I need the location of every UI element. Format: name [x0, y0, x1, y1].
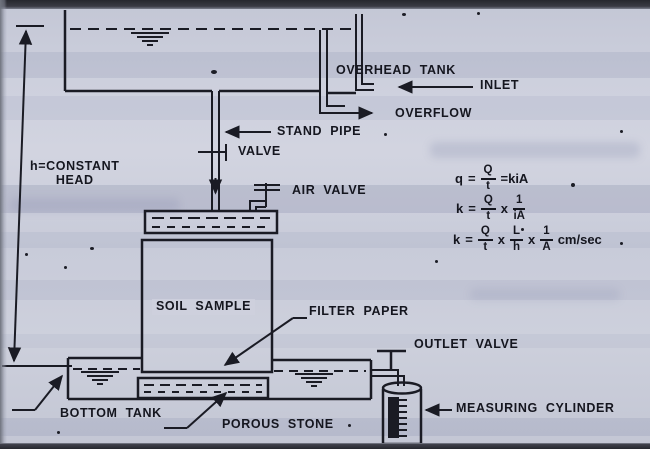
eq2-fraction-1iA: 1 iA — [513, 194, 526, 222]
label-inlet: INLET — [480, 78, 520, 92]
scan-speck — [57, 431, 60, 434]
eq3-fraction-Lh: L h — [510, 225, 524, 253]
measuring-cylinder — [381, 381, 423, 446]
water-surface-symbol — [130, 32, 170, 46]
label-measuring-cylinder: MEASURING CYLINDER — [456, 401, 615, 415]
equation-k2: k = Q t x L h x 1 A cm/sec — [453, 225, 602, 253]
photo-edge-left — [0, 0, 7, 449]
eq1-denominator: t — [486, 179, 490, 192]
eq2-denominator2: iA — [513, 209, 525, 222]
eq3-numerator2: L — [510, 225, 524, 241]
label-porous-stone: POROUS STONE — [222, 417, 334, 431]
label-constant-head-line1: h=CONSTANT — [30, 159, 120, 173]
eq2-lhs: k — [456, 201, 464, 216]
label-filter-paper: FILTER PAPER — [309, 304, 409, 318]
label-constant-head-line2: HEAD — [55, 172, 94, 187]
eq3-fraction-1A: 1 A — [540, 225, 553, 253]
scan-speck — [90, 247, 94, 250]
label-overhead-tank: OVERHEAD TANK — [336, 63, 456, 77]
eq3-numerator1: Q — [477, 225, 493, 241]
eq3-times1: x — [497, 232, 506, 247]
eq1-fraction-Qt: Q t — [480, 164, 496, 192]
scan-speck — [435, 260, 438, 263]
soil-sample-box — [140, 238, 274, 374]
water-surface-symbol — [80, 371, 120, 385]
air-valve-pipe — [249, 200, 266, 211]
overhead-tank-outline — [63, 10, 356, 95]
scan-speck — [384, 133, 387, 136]
scan-speck — [571, 183, 575, 187]
water-surface-symbol — [294, 373, 334, 387]
eq1-rhs: =kiA — [500, 171, 529, 186]
label-constant-head: h=CONSTANT HEAD — [30, 159, 120, 188]
eq2-numerator2: 1 — [513, 194, 526, 210]
inlet-pipe — [355, 14, 374, 91]
eq3-numerator3: 1 — [540, 225, 553, 241]
eq2-times: x — [500, 201, 509, 216]
label-valve: VALVE — [238, 144, 281, 158]
label-soil-sample: SOIL SAMPLE — [152, 299, 256, 315]
label-bottom-tank: BOTTOM TANK — [60, 406, 162, 420]
scan-speck — [402, 13, 406, 16]
bottom-tank-water — [73, 368, 366, 372]
air-valve-symbol — [254, 183, 280, 207]
porous-stone-box — [136, 376, 270, 400]
equation-k1: k = Q t x 1 iA — [456, 194, 526, 222]
eq3-fraction-Qt: Q t — [477, 225, 493, 253]
eq3-times2: x — [528, 232, 536, 247]
top-cap — [143, 209, 279, 235]
eq3-equals: = — [465, 232, 473, 247]
label-stand-pipe: STAND PIPE — [277, 124, 362, 138]
photo-edge-bottom — [0, 443, 650, 449]
scan-speck — [521, 228, 524, 231]
eq3-lhs: k — [453, 232, 461, 247]
photo-edge-top — [0, 0, 650, 9]
outlet-valve-symbol — [377, 349, 406, 370]
overflow-pipe — [319, 30, 345, 114]
eq3-denominator1: t — [483, 240, 488, 253]
label-overflow: OVERFLOW — [395, 106, 473, 120]
filter-paper-pointer — [223, 317, 307, 366]
bottom-tank-pointer — [12, 374, 63, 411]
eq1-lhs: q — [455, 171, 463, 186]
scan-speck — [620, 130, 623, 133]
eq1-equals: = — [467, 171, 476, 186]
equation-q: q = Q t =kiA — [455, 164, 529, 192]
label-outlet-valve: OUTLET VALVE — [414, 337, 519, 351]
scan-speck — [477, 12, 480, 15]
label-air-valve: AIR VALVE — [292, 183, 367, 197]
scan-speck — [620, 242, 623, 245]
constant-head-dimension — [2, 25, 72, 367]
eq3-denominator2: h — [513, 240, 521, 253]
eq2-numerator1: Q — [480, 194, 496, 210]
scan-speck — [348, 424, 351, 427]
eq3-unit: cm/sec — [557, 232, 602, 247]
eq3-denominator3: A — [542, 240, 551, 253]
eq2-equals: = — [468, 201, 476, 216]
scan-speck — [25, 253, 28, 256]
eq1-numerator: Q — [480, 164, 496, 180]
scan-speck — [64, 266, 67, 269]
porous-stone-pointer — [164, 391, 228, 429]
valve-symbol — [198, 144, 227, 161]
eq2-fraction-Qt: Q t — [480, 194, 496, 222]
scan-speck — [211, 70, 217, 74]
eq2-denominator1: t — [486, 209, 491, 222]
